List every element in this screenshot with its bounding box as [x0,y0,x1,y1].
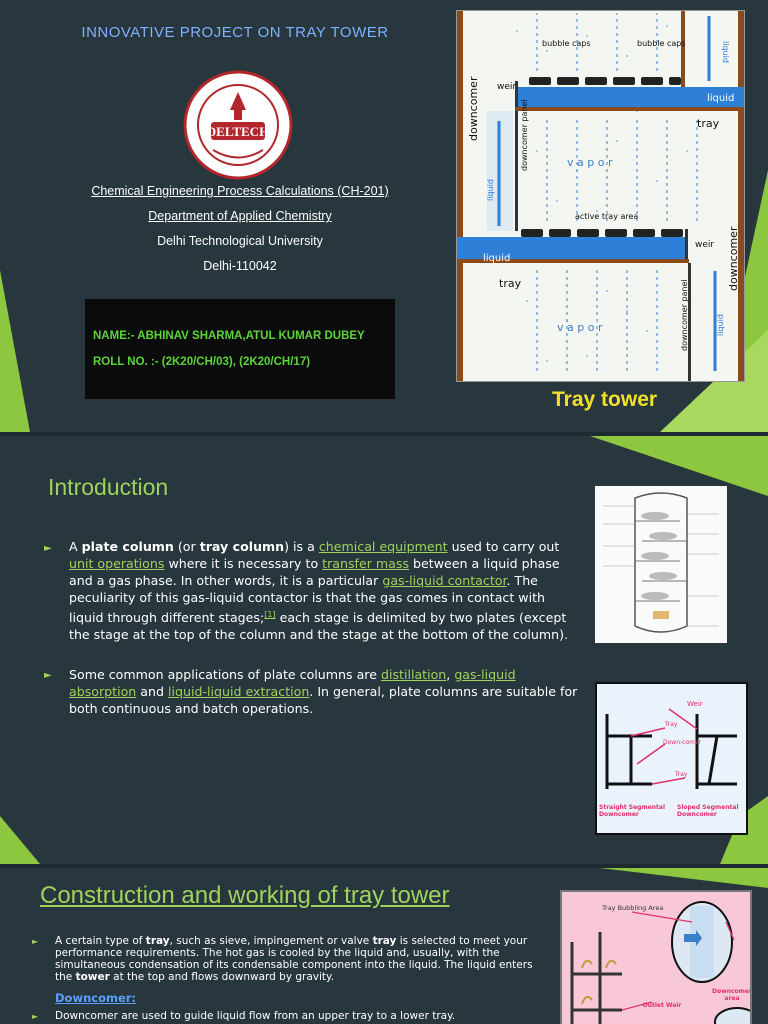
title-slide: INNOVATIVE PROJECT ON TRAY TOWER DELTECH… [0,0,768,432]
link-gas-liquid-contactor[interactable]: gas-liquid contactor [382,573,507,588]
construction-heading: Construction and working of tray tower [40,882,450,909]
label-downcomer: Down-comer [663,739,702,746]
citation-1[interactable]: [1] [264,610,276,619]
figure-caption: Tray tower [552,388,658,411]
link-liquid-liquid-extraction[interactable]: liquid-liquid extraction [167,684,310,699]
link-unit-operations[interactable]: unit operations [69,556,165,571]
label-tray-top: tray [697,117,720,130]
label-outlet-weir: Outlet Weir [642,1002,682,1009]
roll-numbers: ROLL NO. :- (2K20/CH/03), (2K20/CH/17) [93,356,311,368]
department-line: Department of Applied Chemistry [148,209,332,223]
tray-tower-svg: bubble caps bubble caps weir liquid tray… [457,11,744,381]
label-bubble-caps-1: bubble caps [542,39,591,48]
caption-straight-downcomer: Straight Segmental Downcomer [599,804,666,818]
link-transfer-mass[interactable]: transfer mass [322,556,410,571]
intro-paragraph-1: A plate column (or tray column) is a che… [69,539,569,643]
green-accent-shapes-3 [600,868,768,888]
bullet-marker-4: ► [32,1012,39,1021]
downcomer-types-diagram: Weir Tray Down-comer Tray Straight Segme… [595,682,748,835]
bullet-marker-1: ► [44,543,52,554]
label-liquid-mid: liquid [483,253,510,264]
construction-paragraph: A certain type of tray, such as sieve, i… [55,935,533,983]
construction-slide: Construction and working of tray tower ►… [0,868,768,1024]
label-weir-top: weir [497,82,516,92]
label-bubble-caps-2: bubble caps [637,39,686,48]
tray-tower-diagram: bubble caps bubble caps weir liquid tray… [456,10,745,382]
downcomer-subheading: Downcomer: [55,991,137,1005]
course-line: Chemical Engineering Process Calculation… [91,184,389,198]
city-line: Delhi-110042 [203,259,277,273]
university-line: Delhi Technological University [157,234,323,248]
slide-title: INNOVATIVE PROJECT ON TRAY TOWER [81,24,389,41]
downcomer-paragraph: Downcomer are used to guide liquid flow … [55,1010,456,1022]
label-active-area: active tray area [575,212,638,221]
link-gas-liquid-absorption[interactable]: gas-liquid absorption [69,667,516,699]
label-vapor-1: v a p o r [567,156,613,169]
author-box: NAME:- ABHINAV SHARMA,ATUL KUMAR DUBEY R… [85,299,395,399]
label-liquid-right: liquid [716,314,725,336]
caption-sloped-downcomer: Sloped Segmental Downcomer [677,804,739,818]
label-bubbling-area: Tray Bubbling Area [601,904,663,912]
label-liquid-top-right: liquid [721,41,730,63]
label-tray-mid: tray [499,277,522,290]
tray-bubbling-diagram: Tray Bubbling Area Downcomer area Outlet… [560,890,760,1024]
label-downcomer-panel-1: downcomer panel [520,99,529,171]
label-tray-2: Tray [674,771,688,778]
label-liquid-left: liquid [486,179,495,201]
author-names: NAME:- ABHINAV SHARMA,ATUL KUMAR DUBEY [93,330,365,342]
label-downcomer-area: Downcomer area [712,988,752,1002]
university-logo: DELTECH [183,70,293,180]
bullet-marker-3: ► [32,937,39,946]
label-downcomer-panel-2: downcomer panel [680,279,689,351]
plate-column-diagram [595,486,727,643]
label-tray: Tray [664,721,678,728]
label-weir: Weir [687,700,703,708]
link-chemical-equipment[interactable]: chemical equipment [318,539,448,554]
label-downcomer-left: downcomer [467,76,480,141]
label-downcomer-right: downcomer [727,226,740,291]
label-weir-mid: weir [695,240,714,250]
intro-paragraph-2: Some common applications of plate column… [69,667,578,716]
introduction-heading: Introduction [48,474,169,500]
bullet-marker-2: ► [44,670,52,681]
link-distillation[interactable]: distillation [380,667,447,682]
logo-text: DELTECH [207,124,269,139]
introduction-slide: Introduction ► A plate column (or tray c… [0,436,768,864]
label-liquid-top: liquid [707,93,734,104]
label-vapor-2: v a p o r [557,321,603,334]
green-wedge-left [0,270,30,432]
